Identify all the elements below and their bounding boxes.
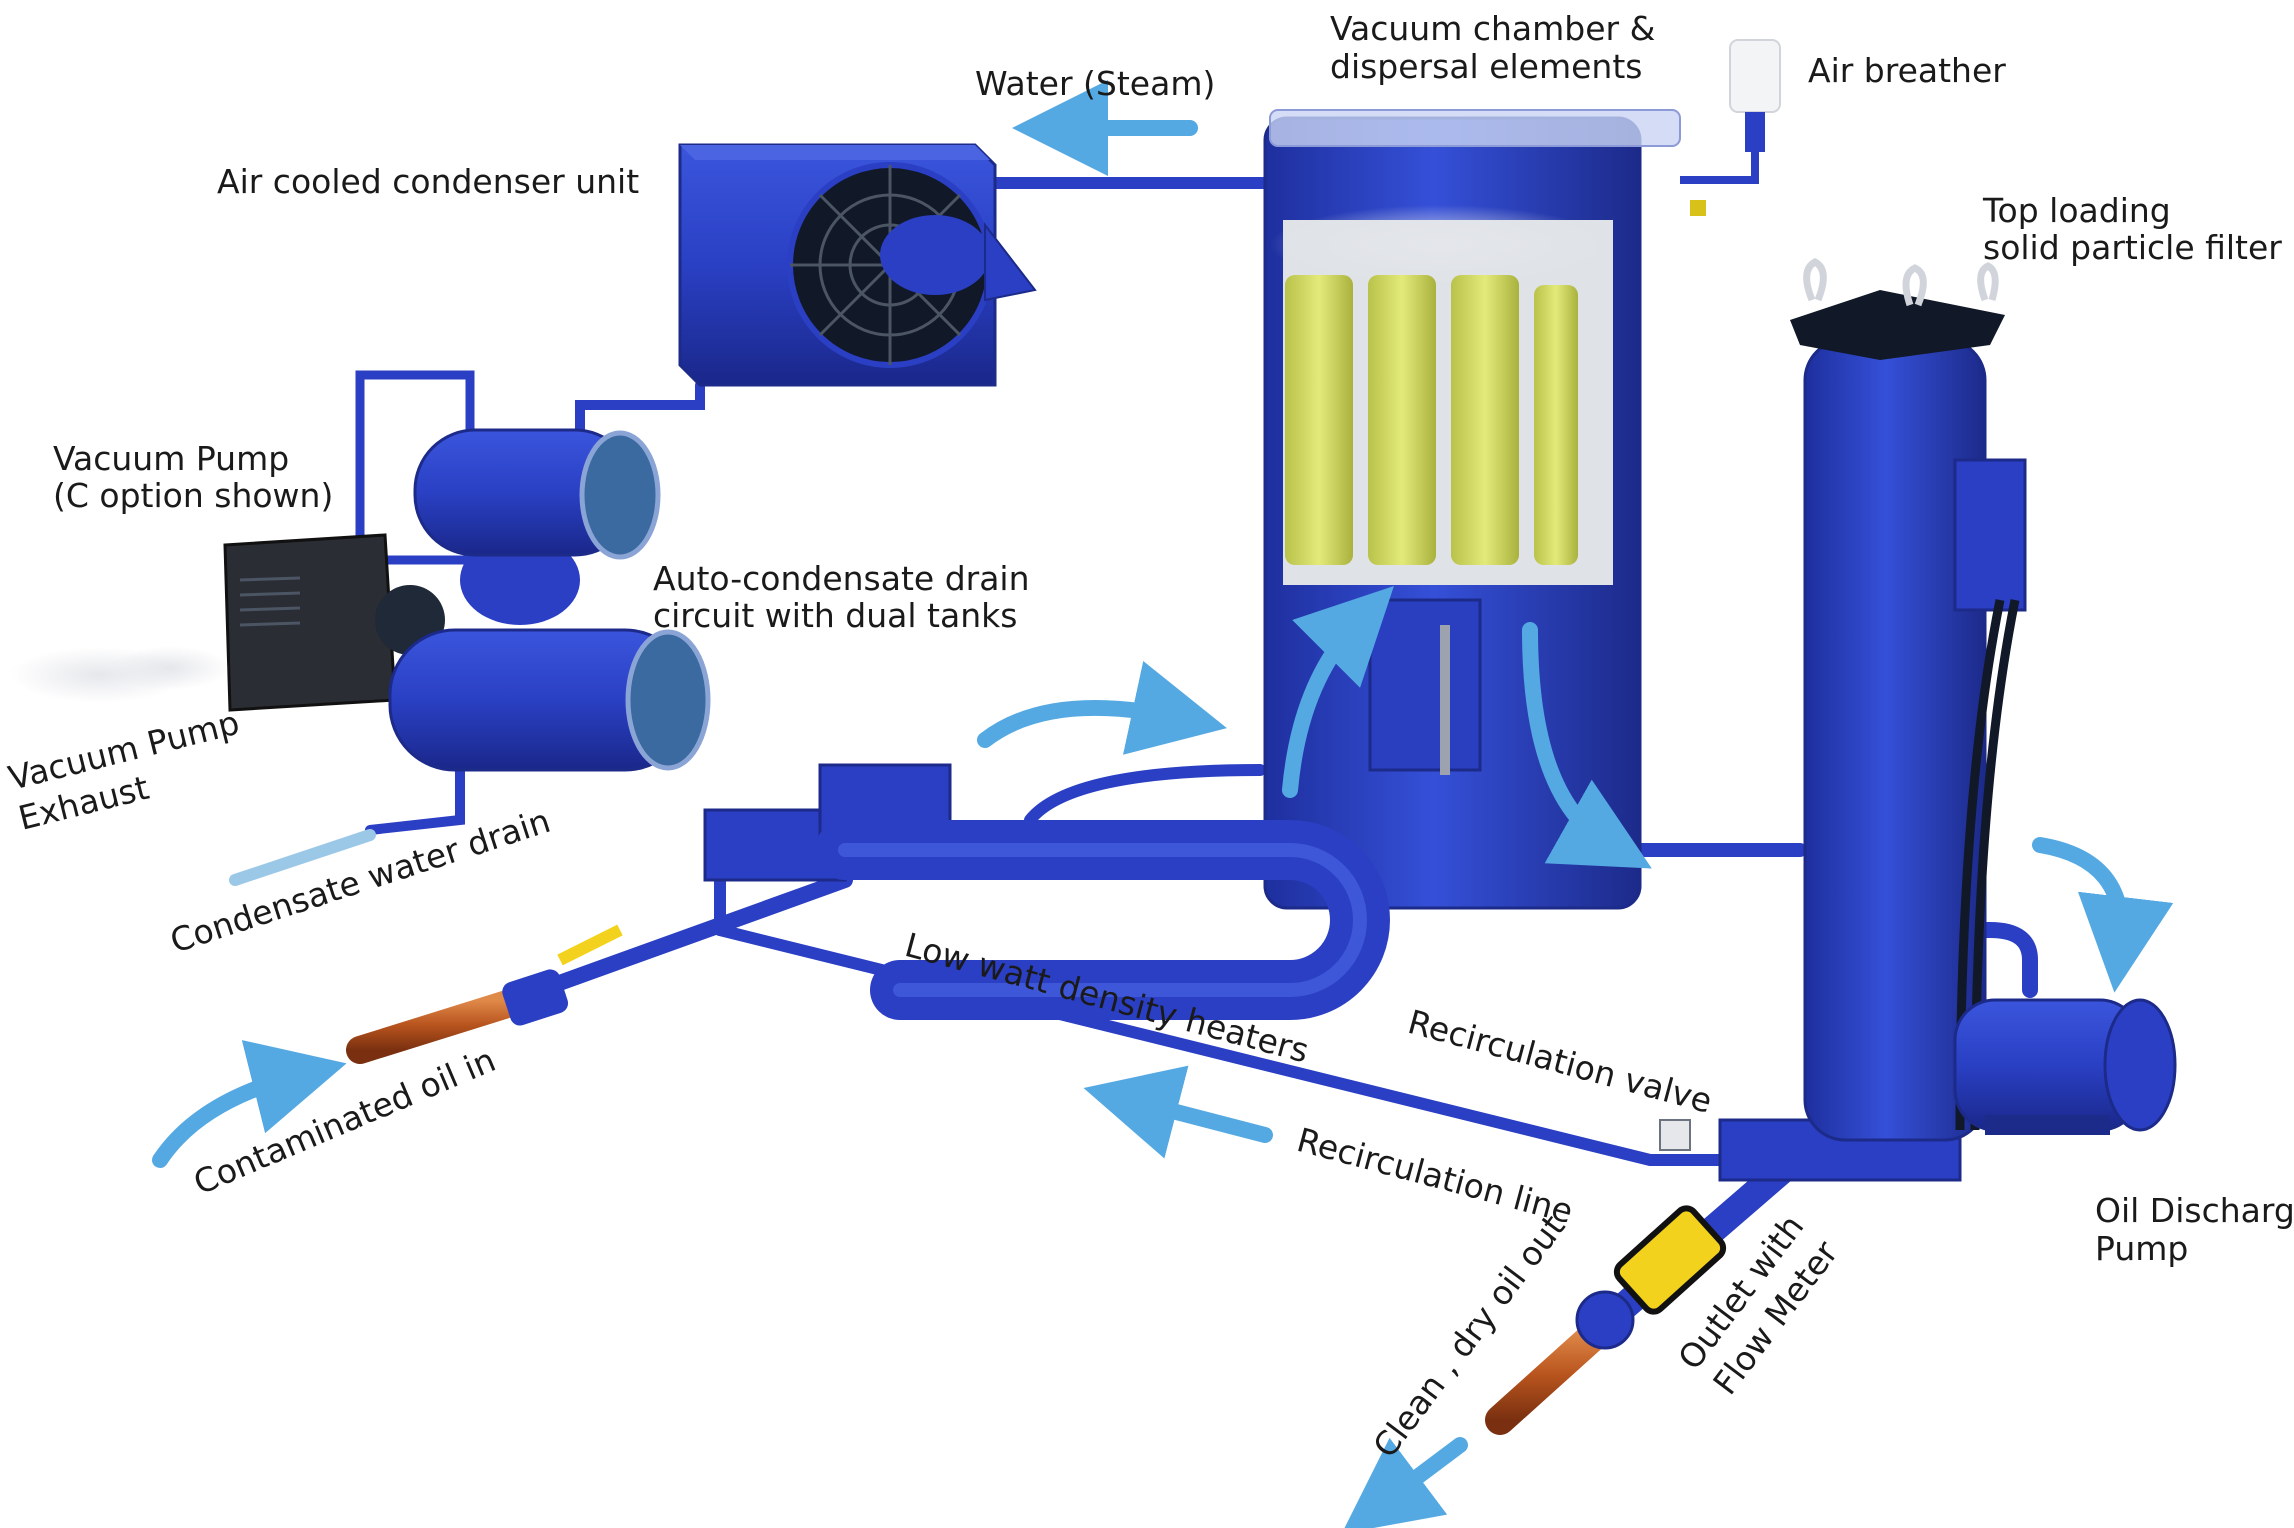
inlet-arrow bbox=[152, 1040, 347, 1168]
air-breather bbox=[1680, 39, 1781, 216]
flow-arrows bbox=[152, 80, 2174, 1528]
chamber-lid bbox=[1269, 109, 1681, 147]
label-clean-oil-out: Clean , dry oil out bbox=[1365, 1208, 1572, 1465]
chamber-up-arrow bbox=[1282, 586, 1394, 798]
dispersal-elements bbox=[1285, 275, 1578, 565]
outlet-assembly bbox=[1485, 1119, 1727, 1435]
label-vacuum-chamber-1: Vacuum chamber & bbox=[1330, 9, 1655, 48]
inlet-pipe bbox=[532, 872, 853, 998]
heater-to-chamber-pipe bbox=[1024, 764, 1266, 826]
label-water-steam: Water (Steam) bbox=[975, 64, 1215, 103]
label-vacuum-chamber-2: dispersal elements bbox=[1330, 47, 1642, 86]
label-oil-discharge-2: Pump bbox=[2095, 1229, 2188, 1268]
vacuum-line bbox=[355, 370, 475, 565]
label-oil-discharge-1: Oil Discharge bbox=[2095, 1191, 2294, 1230]
recirculation-valve[interactable] bbox=[1659, 1119, 1691, 1151]
label-top-loading-1: Top loading bbox=[1982, 191, 2171, 230]
vacuum-pump bbox=[223, 533, 580, 712]
label-top-loading-2: solid particle filter bbox=[1983, 228, 2282, 267]
heaters bbox=[703, 763, 1390, 1020]
label-vacuum-pump-1: Vacuum Pump bbox=[53, 439, 289, 478]
label-contaminated-oil-in: Contaminated oil in bbox=[188, 1040, 501, 1202]
label-condensate-drain: Condensate water drain bbox=[165, 801, 554, 961]
label-auto-condensate-1: Auto-condensate drain bbox=[653, 559, 1030, 598]
heater-arrow bbox=[977, 660, 1227, 755]
vacuum-chamber bbox=[1263, 109, 1681, 910]
exhaust-smoke bbox=[10, 646, 230, 703]
pump-arrow bbox=[2032, 837, 2174, 993]
condensate-tanks bbox=[388, 428, 711, 772]
flow-meter bbox=[1613, 1205, 1727, 1315]
condensate-drain-pipe bbox=[365, 765, 465, 835]
label-vacuum-pump-2: (C option shown) bbox=[53, 476, 333, 515]
pump-feed-pipe bbox=[1822, 922, 2038, 998]
label-auto-condensate-2: circuit with dual tanks bbox=[653, 596, 1017, 635]
air-cooled-condenser bbox=[678, 143, 1037, 387]
inlet-assembly bbox=[346, 924, 623, 1064]
label-recirculation-valve: Recirculation valve bbox=[1404, 1002, 1716, 1121]
chamber-down-arrow bbox=[1522, 622, 1652, 869]
valve-handle[interactable] bbox=[557, 924, 623, 966]
label-air-cooled-condenser: Air cooled condenser unit bbox=[217, 162, 639, 201]
drain-water bbox=[229, 829, 376, 886]
label-air-breather: Air breather bbox=[1808, 51, 2006, 90]
outlet-arrow bbox=[1341, 1437, 1468, 1528]
condenser-drain-pipe bbox=[575, 380, 705, 445]
recirculation-arrow bbox=[1083, 1065, 1273, 1159]
oil-discharge-pump bbox=[1953, 998, 2177, 1135]
